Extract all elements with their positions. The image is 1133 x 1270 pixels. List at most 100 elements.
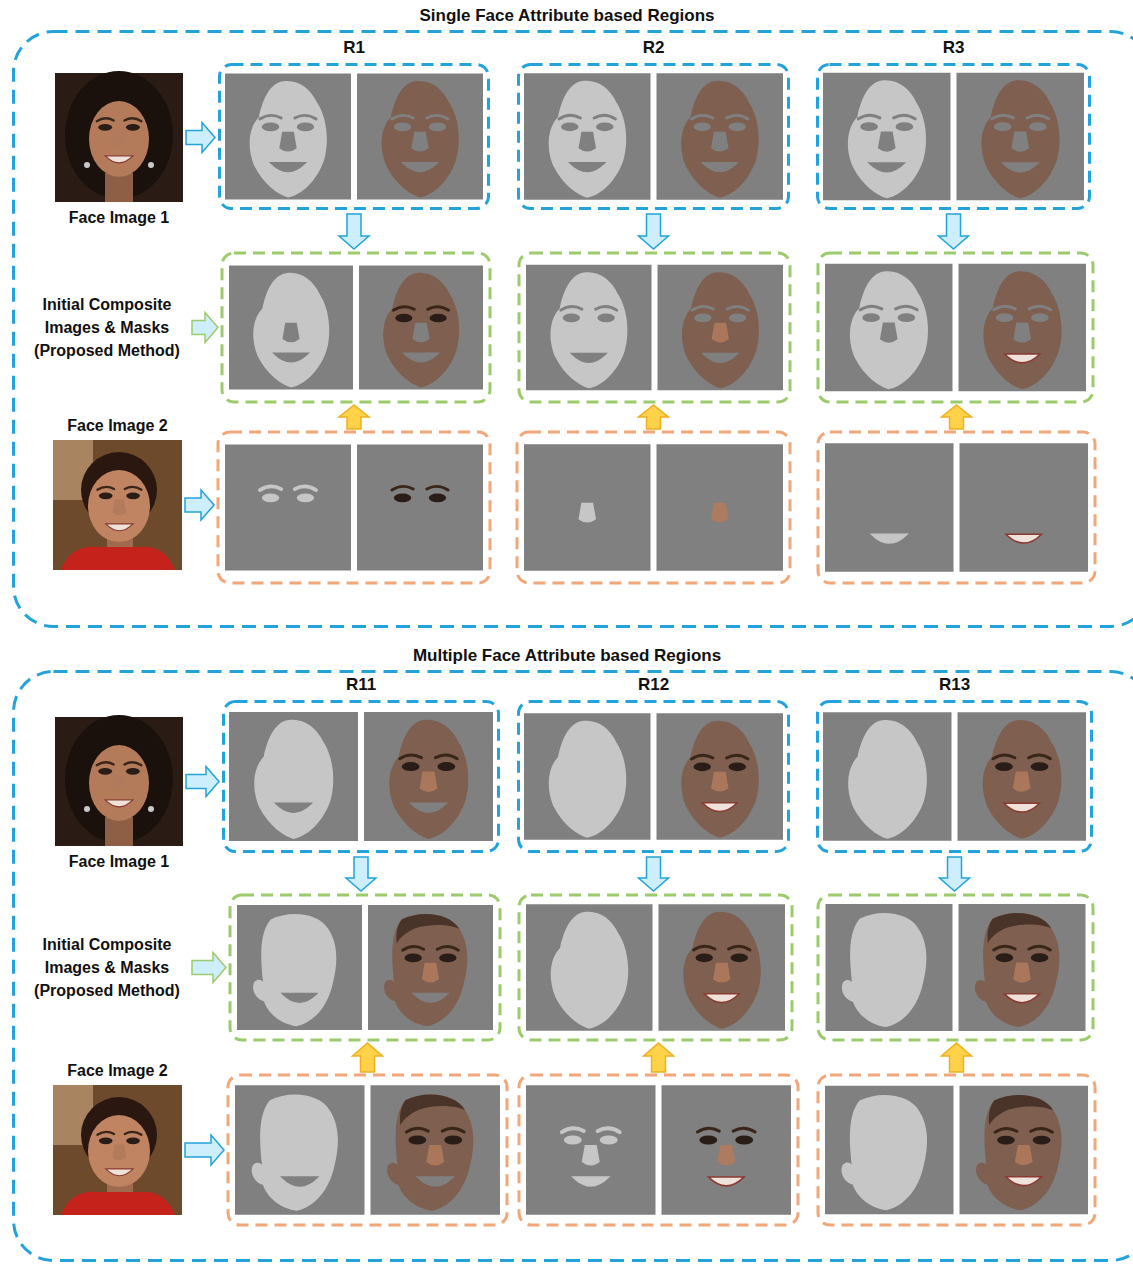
- eye-shape: [126, 768, 140, 775]
- tile-ground: [823, 712, 952, 841]
- tile-ground: [368, 905, 493, 1030]
- eye-shape: [429, 122, 446, 131]
- eyebrow-shape: [393, 307, 414, 311]
- mouth-shape: [702, 803, 737, 812]
- down-arrow: [940, 857, 970, 891]
- mouth-shape: [571, 354, 606, 363]
- nose-shape: [711, 503, 729, 523]
- up-arrow: [639, 405, 669, 429]
- face-tile: [960, 443, 1089, 572]
- eyebrow-shape: [727, 115, 748, 119]
- node-graphic: [517, 63, 790, 210]
- eyebrow-shape: [692, 306, 713, 310]
- nose-shape: [717, 1145, 735, 1165]
- down-arrow: [639, 214, 669, 249]
- eye-shape: [395, 314, 412, 323]
- eye-shape: [1031, 953, 1049, 962]
- eyebrow-shape: [994, 306, 1016, 310]
- tile-ground: [959, 904, 1086, 1031]
- eye-shape: [126, 1137, 140, 1144]
- face-silhouette: [252, 1095, 338, 1211]
- node-graphic: [55, 73, 183, 202]
- eyebrow-shape: [97, 762, 114, 765]
- face-tile: [526, 265, 652, 391]
- eyebrow-shape: [427, 486, 448, 490]
- face-tile: [364, 712, 493, 841]
- nose-shape: [420, 772, 438, 792]
- face-tile: [526, 904, 653, 1031]
- region-box: R13: [816, 700, 1093, 853]
- region-border: [519, 65, 789, 209]
- image-caption: Face Image 2: [67, 416, 168, 435]
- eye-shape: [596, 122, 614, 131]
- panel-border: [14, 32, 1133, 627]
- eye-shape: [429, 493, 446, 502]
- composite-box: [222, 253, 490, 402]
- face-features: [97, 487, 141, 531]
- eye-shape: [1031, 762, 1049, 771]
- eye-shape: [699, 1136, 717, 1145]
- tile-ground: [526, 1085, 656, 1215]
- tile-ground: [359, 266, 483, 390]
- face-image: Face Image 1: [55, 717, 183, 846]
- tile-ground: [825, 1086, 954, 1215]
- eyebrow-shape: [392, 115, 413, 119]
- eye-shape: [729, 314, 746, 323]
- eyebrow-shape: [1027, 115, 1049, 119]
- face-tile: [229, 712, 358, 841]
- eye-shape: [297, 122, 314, 131]
- eyebrow-shape: [594, 115, 615, 119]
- face-tile: [368, 905, 493, 1030]
- tile-ground: [659, 904, 786, 1031]
- earring-shape: [148, 806, 154, 812]
- eyebrow-shape: [992, 115, 1014, 119]
- face-tile: [357, 445, 483, 571]
- hair-shape: [397, 914, 460, 944]
- nose-shape: [113, 500, 127, 516]
- eyebrow-shape: [125, 487, 142, 490]
- eye-shape: [996, 953, 1014, 962]
- eye-shape: [99, 1137, 113, 1144]
- face-silhouette: [387, 1095, 473, 1211]
- eye-shape: [896, 122, 914, 131]
- nose-shape: [712, 323, 729, 343]
- source-box: [519, 1075, 798, 1225]
- face-tile: [657, 444, 784, 571]
- composite-box: [818, 895, 1093, 1040]
- tile-ground: [371, 1085, 501, 1215]
- tile-ground: [524, 713, 651, 840]
- nose-shape: [422, 963, 439, 983]
- face-silhouette: [549, 721, 627, 838]
- mouth-shape: [1006, 1177, 1042, 1186]
- eye-shape: [444, 1136, 462, 1145]
- hair-shape: [400, 1095, 465, 1126]
- source-box: [818, 1075, 1095, 1225]
- eye-shape: [99, 492, 113, 499]
- tile-ground: [957, 73, 1085, 201]
- up-arrow: [942, 1043, 972, 1072]
- face-silhouette: [253, 914, 336, 1026]
- face-silhouette: [682, 272, 759, 388]
- region-box: R1: [218, 63, 490, 210]
- eyebrow-shape: [562, 1128, 584, 1132]
- region-box: R2: [517, 63, 790, 210]
- node-graphic: [218, 63, 490, 210]
- eye-shape: [996, 313, 1014, 322]
- region-label: R1: [343, 38, 365, 58]
- tile-ground: [357, 74, 483, 200]
- face-tile: [225, 74, 351, 200]
- source-box: [228, 1075, 507, 1225]
- face-silhouette: [848, 80, 926, 198]
- earring-shape: [148, 162, 154, 168]
- mouth-shape: [276, 803, 312, 812]
- eye-shape: [402, 762, 420, 771]
- composite-arrow: [192, 313, 218, 343]
- mouth-shape: [708, 1177, 744, 1186]
- eye-shape: [860, 122, 878, 131]
- tile-ground: [662, 1085, 792, 1215]
- up-arrow: [339, 405, 369, 429]
- eye-shape: [437, 762, 455, 771]
- hair-shape: [989, 1095, 1054, 1125]
- face-image: Face Image 2: [53, 440, 182, 570]
- eye-shape: [1029, 122, 1047, 131]
